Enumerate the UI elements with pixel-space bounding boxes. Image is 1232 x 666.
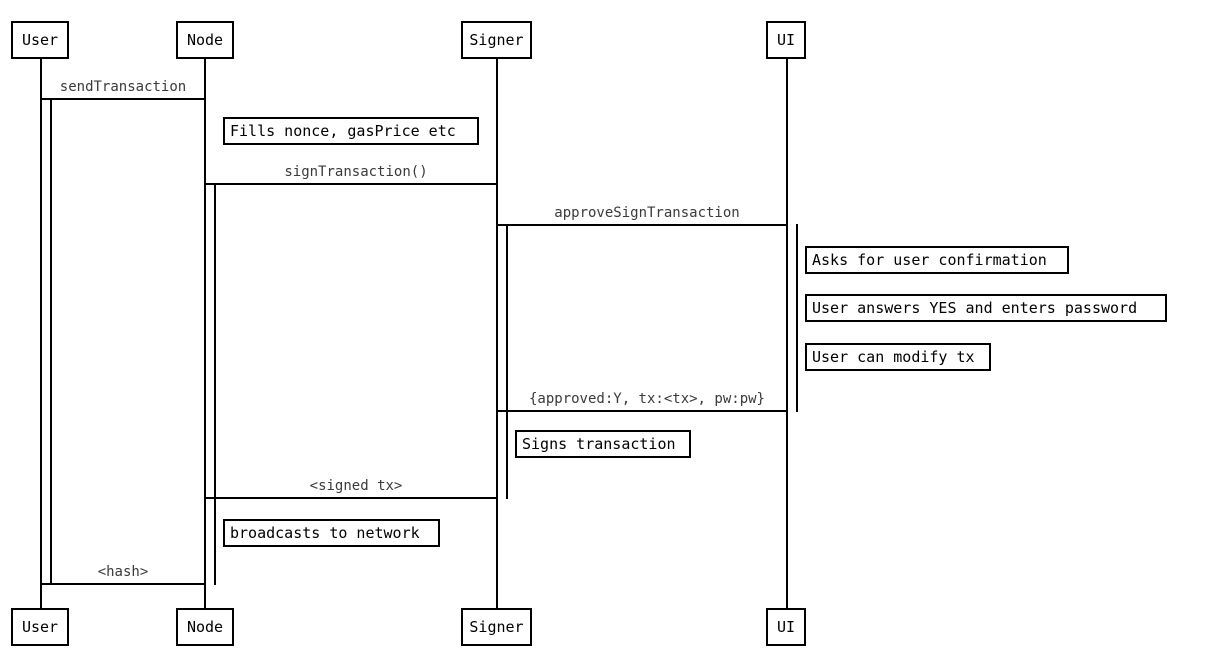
- participant-header-user[interactable]: User: [11, 21, 69, 59]
- message-line-approval-response: [496, 410, 787, 412]
- message-line-approve-sign-transaction: [496, 224, 787, 226]
- message-label-signed-tx-response: <signed tx>: [309, 478, 403, 494]
- participant-header-ui[interactable]: UI: [766, 21, 806, 59]
- note-asks-confirmation: Asks for user confirmation: [805, 246, 1069, 274]
- message-line-hash-response: [40, 583, 205, 585]
- message-line-sign-transaction: [204, 183, 497, 185]
- message-label-send-transaction: sendTransaction: [59, 79, 187, 95]
- message-label-approve-sign-transaction: approveSignTransaction: [554, 205, 740, 221]
- note-fills-nonce: Fills nonce, gasPrice etc: [223, 117, 479, 145]
- activation-bar-signer: [496, 224, 508, 499]
- activation-bar-ui: [786, 224, 798, 412]
- message-line-signed-tx-response: [204, 497, 497, 499]
- message-label-sign-transaction: signTransaction(): [284, 164, 428, 180]
- note-broadcasts: broadcasts to network: [223, 519, 440, 547]
- message-line-send-transaction: [40, 98, 205, 100]
- participant-footer-user[interactable]: User: [11, 608, 69, 646]
- participant-footer-node[interactable]: Node: [176, 608, 234, 646]
- activation-bar-user: [40, 98, 52, 585]
- note-signs-transaction: Signs transaction: [515, 430, 691, 458]
- participant-header-node[interactable]: Node: [176, 21, 234, 59]
- participant-footer-signer[interactable]: Signer: [461, 608, 532, 646]
- message-label-approval-response: {approved:Y, tx:<tx>, pw:pw}: [528, 391, 765, 407]
- activation-bar-node: [204, 183, 216, 585]
- participant-header-signer[interactable]: Signer: [461, 21, 532, 59]
- note-user-can-modify: User can modify tx: [805, 343, 991, 371]
- participant-footer-ui[interactable]: UI: [766, 608, 806, 646]
- message-label-hash-response: <hash>: [97, 564, 149, 580]
- note-user-answers-yes: User answers YES and enters password: [805, 294, 1167, 322]
